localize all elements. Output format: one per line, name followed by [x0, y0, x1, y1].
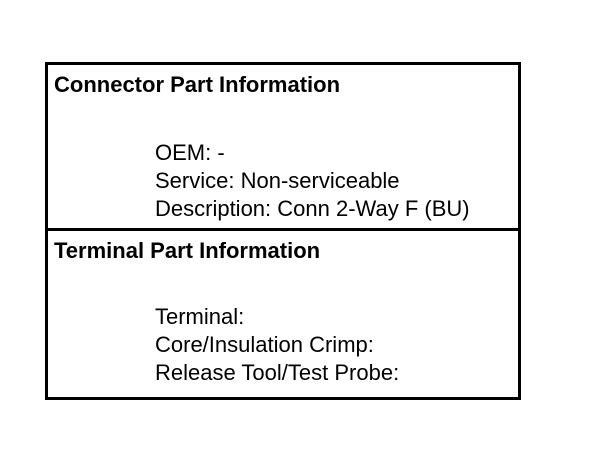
- connector-details: OEM: - Service: Non-serviceable Descript…: [155, 139, 470, 223]
- terminal-section-title: Terminal Part Information: [54, 238, 321, 263]
- part-information-table: Connector Part Information OEM: - Servic…: [45, 62, 521, 400]
- core-insulation-crimp-line: Core/Insulation Crimp:: [155, 332, 374, 357]
- terminal-line: Terminal:: [155, 304, 245, 329]
- release-tool-test-probe-line: Release Tool/Test Probe:: [155, 360, 400, 385]
- connector-part-information-section: Connector Part Information OEM: - Servic…: [48, 65, 518, 231]
- terminal-details: Terminal: Core/Insulation Crimp: Release…: [155, 303, 399, 387]
- terminal-part-information-section: Terminal Part Information Terminal: Core…: [48, 231, 518, 394]
- connector-description-line: Description: Conn 2-Way F (BU): [155, 196, 470, 221]
- connector-oem-line: OEM: -: [155, 140, 225, 165]
- connector-section-title: Connector Part Information: [54, 72, 341, 97]
- connector-service-line: Service: Non-serviceable: [155, 168, 400, 193]
